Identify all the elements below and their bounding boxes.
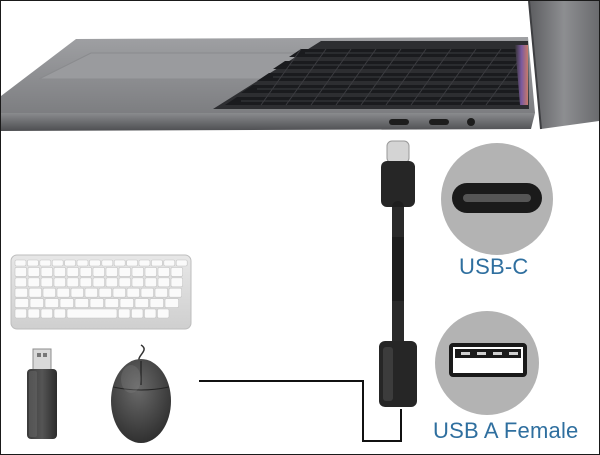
keyboard-key — [119, 298, 134, 308]
usb-a-port-icon — [435, 311, 539, 415]
keyboard-key — [40, 277, 53, 288]
keyboard-key — [118, 308, 131, 319]
keyboard-key — [59, 298, 74, 308]
keyboard-key — [79, 267, 92, 277]
keyboard-key — [149, 298, 164, 308]
keyboard-key — [168, 287, 182, 298]
keyboard-key — [14, 277, 27, 288]
keyboard-key — [66, 308, 118, 319]
keyboard-key — [53, 308, 66, 319]
usb-c-port-icon — [441, 143, 553, 255]
keyboard-key — [105, 277, 118, 288]
keyboard-key — [151, 259, 163, 267]
connection-line — [199, 380, 402, 442]
keyboard-key — [131, 308, 144, 319]
usb-a-female-label: USB A Female — [433, 418, 579, 443]
keyboard-key — [101, 259, 114, 267]
keyboard-key — [66, 277, 79, 288]
keyboard-key — [51, 259, 64, 267]
keyboard-key — [44, 298, 59, 308]
keyboard-key — [105, 267, 118, 277]
keyboard-key — [157, 267, 170, 277]
keyboard-key — [84, 287, 98, 298]
keyboard-key — [92, 267, 105, 277]
keyboard-key — [175, 259, 188, 267]
keyboard-key — [163, 259, 176, 267]
keyboard-key — [53, 267, 66, 277]
keyboard-key — [118, 277, 131, 288]
keyboard-key — [89, 298, 104, 308]
keyboard-key — [118, 267, 131, 277]
keyboard-key — [14, 259, 27, 267]
keyboard-key — [170, 277, 183, 288]
keyboard-key — [39, 259, 52, 267]
keyboard-key — [126, 259, 138, 267]
keyboard-key — [89, 259, 101, 267]
keyboard-key — [144, 267, 157, 277]
keyboard-key — [164, 298, 179, 308]
keyboard-key — [27, 259, 39, 267]
keyboard-key — [144, 308, 157, 319]
keyboard-key — [98, 287, 112, 298]
laptop-audio-jack — [467, 118, 475, 126]
keyboard-key — [42, 287, 56, 298]
laptop-usb-c-port-1 — [389, 119, 409, 125]
keyboard-key — [170, 267, 183, 277]
keyboard-key — [14, 308, 27, 319]
keyboard-key — [92, 277, 105, 288]
keyboard-key — [144, 277, 157, 288]
keyboard-key — [14, 267, 27, 277]
keyboard-key — [53, 277, 66, 288]
keyboard-key — [29, 298, 44, 308]
keyboard-key — [74, 298, 89, 308]
keyboard-key — [140, 287, 154, 298]
keyboard-key — [56, 287, 70, 298]
keyboard-key — [113, 259, 126, 267]
keyboard-key — [112, 287, 126, 298]
keyboard-key — [27, 277, 40, 288]
keyboard-key — [14, 287, 28, 298]
keyboard-key — [126, 287, 140, 298]
keyboard-key — [40, 267, 53, 277]
keyboard-key — [14, 298, 29, 308]
keyboard-key — [157, 308, 170, 319]
usb-c-label: USB-C — [459, 254, 529, 279]
keyboard-key — [27, 308, 40, 319]
keyboard-key — [28, 287, 42, 298]
keyboard-key — [131, 267, 144, 277]
usb-c-adapter-cable-illustration — [379, 140, 417, 407]
keyboard-key — [134, 298, 149, 308]
keyboard-key — [40, 308, 53, 319]
keyboard-key — [104, 298, 119, 308]
keyboard-key — [76, 259, 89, 267]
laptop-illustration — [1, 1, 599, 131]
keyboard-key — [157, 277, 170, 288]
usb-flash-drive-illustration — [27, 348, 57, 439]
keyboard-key — [27, 267, 40, 277]
keyboard-key — [66, 267, 79, 277]
keyboard-key — [131, 277, 144, 288]
mouse-illustration — [111, 344, 171, 443]
keyboard-key — [70, 287, 84, 298]
keyboard-illustration — [10, 254, 192, 330]
keyboard-key — [79, 277, 92, 288]
keyboard-key — [154, 287, 168, 298]
laptop-usb-c-port-2 — [429, 119, 449, 125]
keyboard-key — [64, 259, 76, 267]
keyboard-key — [138, 259, 151, 267]
